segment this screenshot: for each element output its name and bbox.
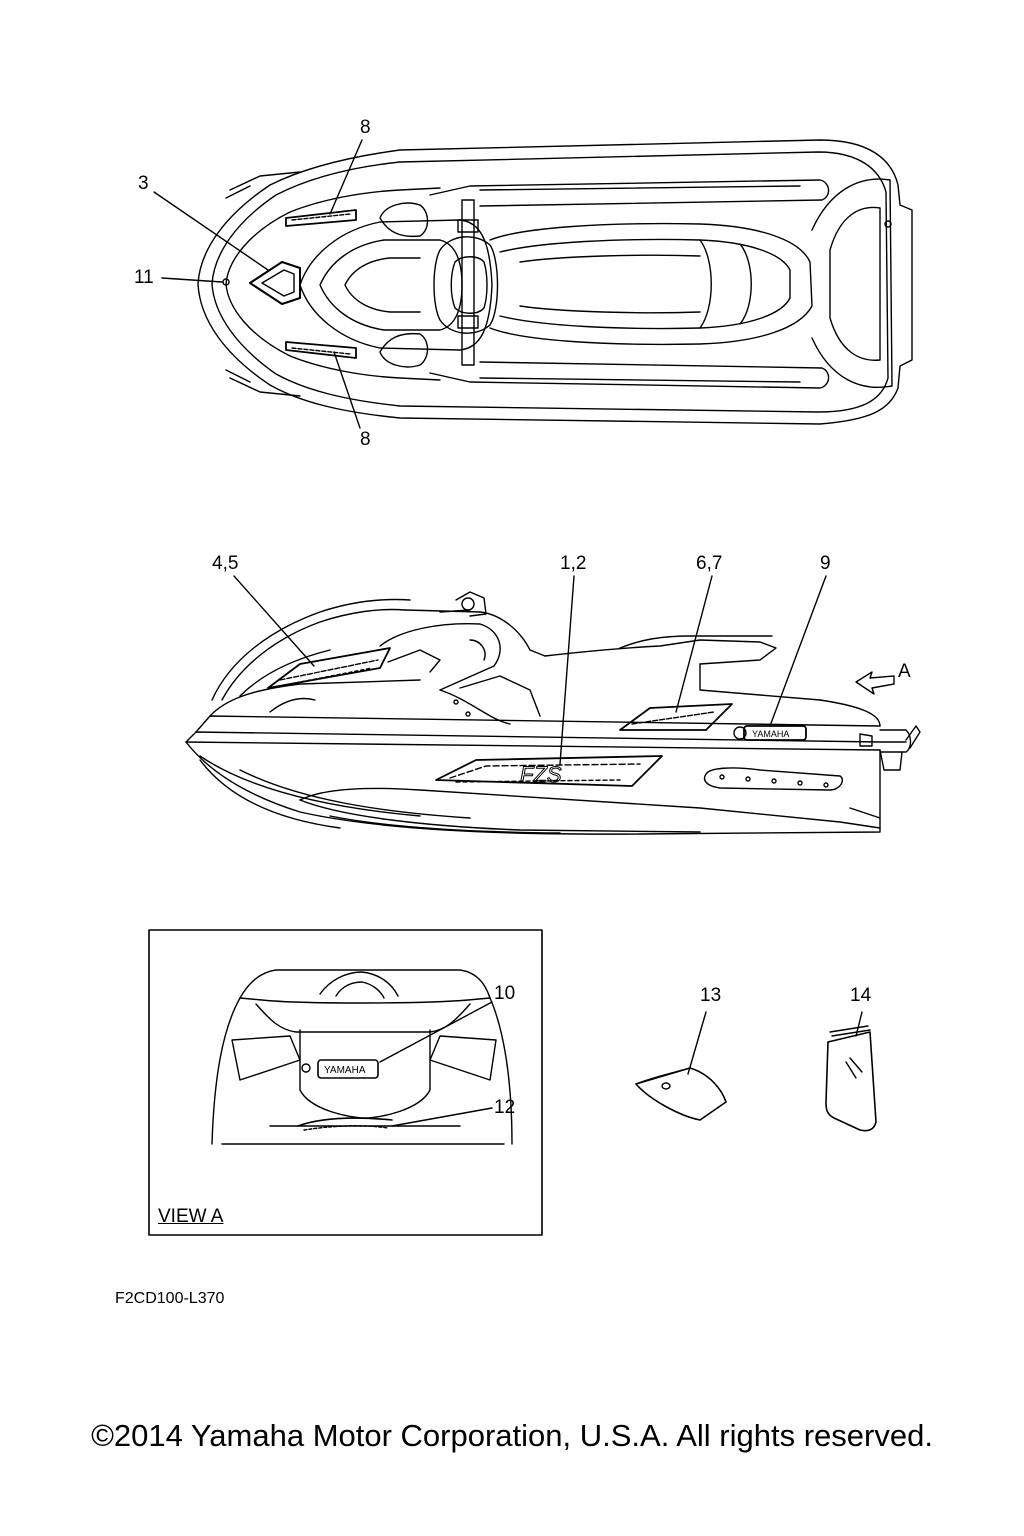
decal-supercharged-top — [285, 209, 357, 227]
decal-side-seat — [619, 703, 733, 731]
callout-8-bottom: 8 — [360, 429, 371, 450]
callout-6-7: 6,7 — [696, 553, 723, 574]
copyright-notice: ©2014 Yamaha Motor Corporation, U.S.A. A… — [91, 1418, 933, 1453]
callout-14: 14 — [850, 985, 872, 1006]
view-a-label: VIEW A — [158, 1206, 224, 1227]
callout-9: 9 — [820, 553, 831, 574]
callout-4-5: 4,5 — [212, 553, 239, 574]
callout-13: 13 — [700, 985, 722, 1006]
callout-view-a-arrow: A — [898, 661, 911, 682]
svg-text:YAMAHA: YAMAHA — [324, 1065, 366, 1076]
decal-model-text: FZS — [520, 762, 562, 787]
decal-side-bow — [267, 647, 391, 689]
side-view-craft: FZS YAMAHA — [185, 591, 921, 835]
callout-11: 11 — [134, 267, 154, 288]
decal-side-fzs: FZS — [435, 755, 663, 788]
svg-text:YAMAHA: YAMAHA — [752, 729, 789, 739]
callout-8-top: 8 — [360, 117, 371, 138]
view-a-frame — [148, 929, 543, 1236]
top-view-craft — [197, 139, 913, 425]
decal-side-yamaha: YAMAHA — [733, 725, 807, 741]
item-13-pouch — [635, 1067, 727, 1121]
item-14-booklet — [825, 1025, 877, 1132]
callout-3: 3 — [138, 173, 149, 194]
view-a-stern: YAMAHA — [211, 969, 513, 1145]
callout-12: 12 — [494, 1097, 516, 1118]
callout-10: 10 — [494, 983, 516, 1004]
callout-1-2: 1,2 — [560, 553, 587, 574]
decal-supercharged-bottom — [285, 341, 357, 359]
diagram-code: F2CD100-L370 — [115, 1290, 225, 1307]
